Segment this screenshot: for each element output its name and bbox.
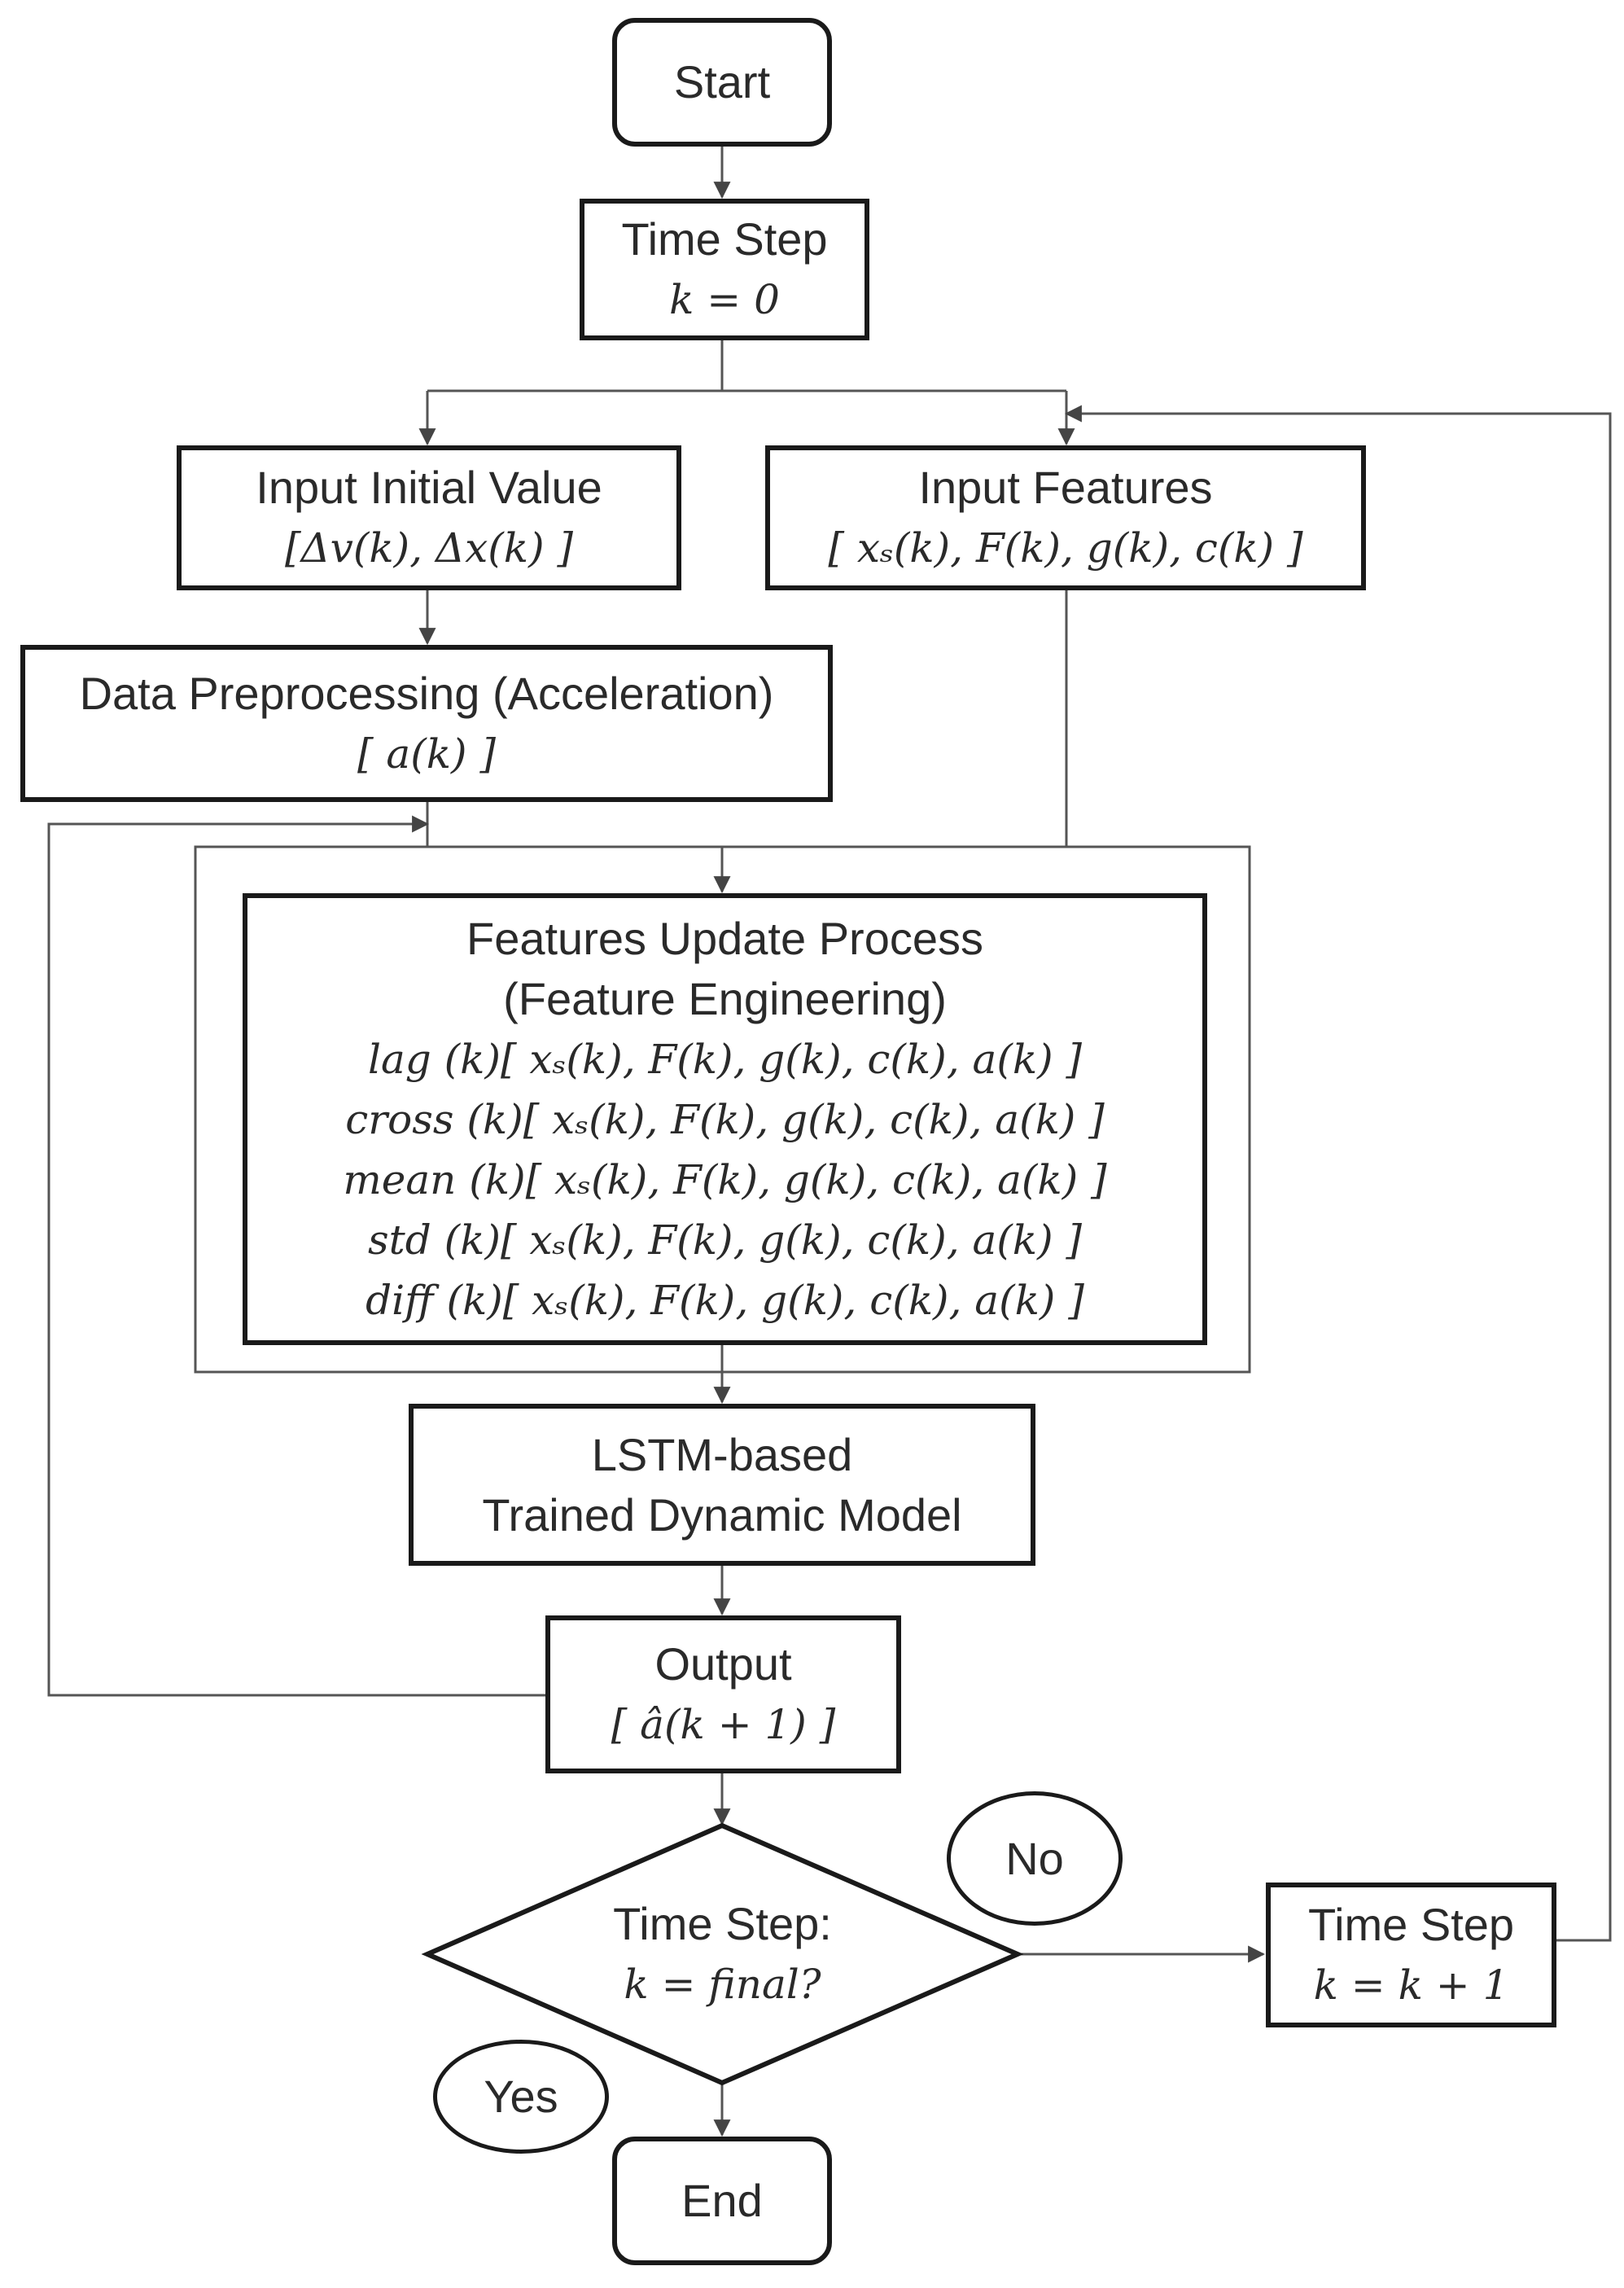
lstm-model-line1: LSTM-based: [591, 1428, 853, 1480]
input-initial-value-title: Input Initial Value: [256, 462, 602, 513]
data-preprocessing-title: Data Preprocessing (Acceleration): [79, 667, 774, 719]
decision-label: Time Step: k = final?: [488, 1889, 956, 2019]
no-label: No: [1005, 1832, 1064, 1884]
feature-line-mean: mean (k)[ xₛ(k), F(k), g(k), c(k), a(k) …: [343, 1155, 1107, 1203]
features-update-box: Features Update Process (Feature Enginee…: [243, 893, 1207, 1345]
time-step-init-expr: k = 0: [669, 276, 780, 323]
lstm-model-line2: Trained Dynamic Model: [482, 1488, 962, 1541]
input-features-expr: [ xₛ(k), F(k), g(k), c(k) ]: [828, 524, 1303, 572]
output-box: Output [ â(k + 1) ]: [545, 1615, 901, 1773]
time-step-increment-title: Time Step: [1307, 1899, 1515, 1950]
decision-title: Time Step:: [613, 1898, 832, 1949]
feature-line-lag: lag (k)[ xₛ(k), F(k), g(k), c(k), a(k) ]: [367, 1035, 1083, 1083]
data-preprocessing-expr: [ a(k) ]: [357, 730, 496, 778]
features-update-subtitle: (Feature Engineering): [503, 972, 947, 1024]
input-initial-value-box: Input Initial Value [Δv(k), Δx(k) ]: [177, 445, 681, 590]
time-step-increment-box: Time Step k = k + 1: [1266, 1883, 1556, 2027]
yes-label-bubble: Yes: [433, 2040, 609, 2154]
decision-expr: k = final?: [624, 1961, 821, 2008]
input-features-box: Input Features [ xₛ(k), F(k), g(k), c(k)…: [765, 445, 1366, 590]
yes-label: Yes: [484, 2071, 558, 2122]
time-step-init-box: Time Step k = 0: [580, 199, 869, 340]
decision-diamond: [421, 1822, 1024, 2086]
output-title: Output: [654, 1638, 792, 1690]
time-step-init-title: Time Step: [621, 213, 828, 265]
time-step-increment-expr: k = k + 1: [1313, 1961, 1509, 2009]
features-update-title: Features Update Process: [466, 912, 983, 964]
feature-line-cross: cross (k)[ xₛ(k), F(k), g(k), c(k), a(k)…: [345, 1095, 1105, 1143]
input-features-title: Input Features: [918, 462, 1213, 513]
end-label: End: [681, 2175, 763, 2226]
start-node: Start: [612, 18, 832, 147]
output-expr: [ â(k + 1) ]: [611, 1701, 836, 1748]
data-preprocessing-box: Data Preprocessing (Acceleration) [ a(k)…: [20, 645, 833, 802]
edge-feedback-output-to-preprocessing: [47, 815, 545, 1697]
feature-lines: lag (k)[ xₛ(k), F(k), g(k), c(k), a(k) ]…: [343, 1029, 1106, 1330]
start-label: Start: [673, 56, 771, 107]
end-node: End: [612, 2137, 832, 2265]
lstm-model-box: LSTM-based Trained Dynamic Model: [409, 1404, 1035, 1566]
no-label-bubble: No: [947, 1791, 1123, 1926]
feature-line-diff: diff (k)[ xₛ(k), F(k), g(k), c(k), a(k) …: [366, 1276, 1084, 1324]
input-initial-value-expr: [Δv(k), Δx(k) ]: [285, 524, 573, 572]
edge-loop-back: [1064, 405, 1612, 1942]
feature-line-std: std (k)[ xₛ(k), F(k), g(k), c(k), a(k) ]: [367, 1216, 1083, 1264]
